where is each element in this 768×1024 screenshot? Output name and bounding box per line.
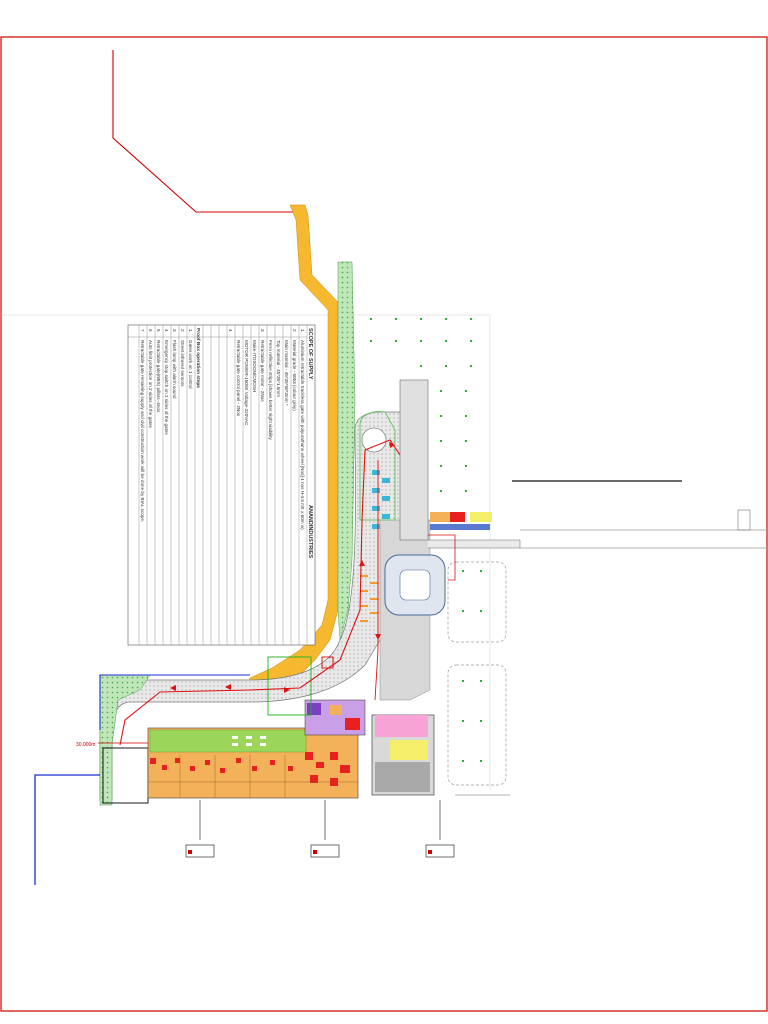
- operation-rows: 1 Gates work on 1 control 2 Street infra…: [140, 329, 193, 522]
- aircraft-stands: [185, 800, 455, 858]
- annex-pink-zone: [375, 715, 428, 737]
- boundary-blue-line: [34, 774, 100, 885]
- lawn-boundary-blue: [99, 674, 250, 730]
- scope-table-frame: [127, 324, 316, 646]
- plaza-ring: [359, 411, 396, 521]
- operation-row-no: 7: [140, 329, 145, 332]
- annex-dark-zone: [375, 762, 430, 792]
- operation-row-no: 5: [156, 329, 161, 332]
- drop-off-island: [399, 569, 431, 601]
- scope-table: SCOPE OF SUPPLY ANANDINDUSTRIES 1 Alumin…: [127, 324, 316, 646]
- operation-row-text: Retractable gate(NBS) pillars -4nos: [156, 340, 161, 413]
- scope-row-no: 1: [300, 329, 305, 332]
- dimension-label: 30.000m: [76, 742, 95, 748]
- traffic-flow-path: [119, 439, 401, 746]
- curbside-connector: [428, 539, 521, 549]
- scope-row-no: 3: [260, 329, 265, 332]
- operation-row-no: 6: [148, 329, 153, 332]
- scope-row-text: Retractable gate control panel - 2Nos: [236, 340, 241, 417]
- operation-row-text: Street infrared sensors: [180, 340, 185, 387]
- operation-row-no: 2: [180, 329, 185, 332]
- operation-row-text: Retractable gate remaining supply and ci…: [140, 340, 145, 522]
- orange-parking-marks: [360, 575, 378, 622]
- spur-road: [520, 529, 768, 549]
- lawn-markings: [232, 736, 266, 746]
- scope-row-no: 4: [228, 329, 233, 332]
- service-sub-1: [307, 703, 321, 715]
- terminal-grid-lines: [148, 755, 358, 798]
- green-lawn-left: [99, 674, 151, 806]
- scope-row-text: Material grade - 6063 (colour grey): [292, 340, 297, 411]
- operation-row-text: Gates work on 1 control: [188, 340, 193, 389]
- annex-yellow-zone: [390, 740, 428, 760]
- service-sub-3: [345, 718, 360, 730]
- scope-row-text: Aluminium retractable trackless gate wit…: [300, 340, 305, 530]
- scope-row-text: Top material - 45*35*1.5mm: [276, 340, 281, 397]
- scope-row-no: 2: [292, 329, 297, 332]
- scope-row-text: Main material - 45*35*50*3mm *: [284, 340, 289, 406]
- sheet-border: [0, 36, 768, 1012]
- scope-row-text: Make-ITOSOON/CMOSH: [252, 340, 257, 392]
- terminal-lawn: [149, 729, 307, 753]
- scope-row-text: Retractable gate motor - 2Nos: [260, 340, 265, 402]
- scope-heading: SCOPE OF SUPPLY: [307, 328, 313, 380]
- green-outline-zone: [267, 656, 312, 716]
- circle-plaza: [361, 427, 387, 453]
- spur-end-block: [737, 509, 751, 531]
- landscape-strip: [337, 261, 356, 641]
- scope-row-text: Ferro reflective strips [shows better ni…: [268, 340, 273, 441]
- upper-building-strip: [399, 379, 429, 541]
- parking-bays: [447, 561, 507, 786]
- upper-building-details: [430, 512, 492, 530]
- grid-markers: [370, 318, 482, 762]
- operation-row-text: Flash lamp with alarm sound: [172, 340, 177, 399]
- operation-row-no: 3: [172, 329, 177, 332]
- flow-arrows: [170, 442, 395, 693]
- scope-table-rows: [128, 325, 308, 645]
- traffic-flow-path-2: [374, 460, 379, 701]
- red-small-box: [321, 656, 334, 669]
- company-name: ANANDINDUSTRIES: [307, 505, 313, 559]
- operation-row-text: Emergency stop switch on 2 sides of the …: [164, 340, 169, 435]
- operation-row-no: 1: [188, 329, 193, 332]
- scope-rows: 1 Aluminium retractable trackless gate w…: [228, 329, 305, 530]
- operation-heading: Proof Box operation steps: [195, 328, 201, 388]
- stand-markers: [188, 850, 432, 854]
- service-sub-2: [330, 705, 342, 715]
- operation-row-text: Auto limit protection on 2 sides of the …: [148, 340, 153, 429]
- operation-row-no: 4: [164, 329, 169, 332]
- scope-row-text: MOTOR POWER-150W/ Voltage-220VAC: [244, 340, 249, 426]
- site-boundary-top: [112, 50, 300, 213]
- teal-parking: [372, 470, 390, 529]
- red-link-line: [428, 534, 456, 581]
